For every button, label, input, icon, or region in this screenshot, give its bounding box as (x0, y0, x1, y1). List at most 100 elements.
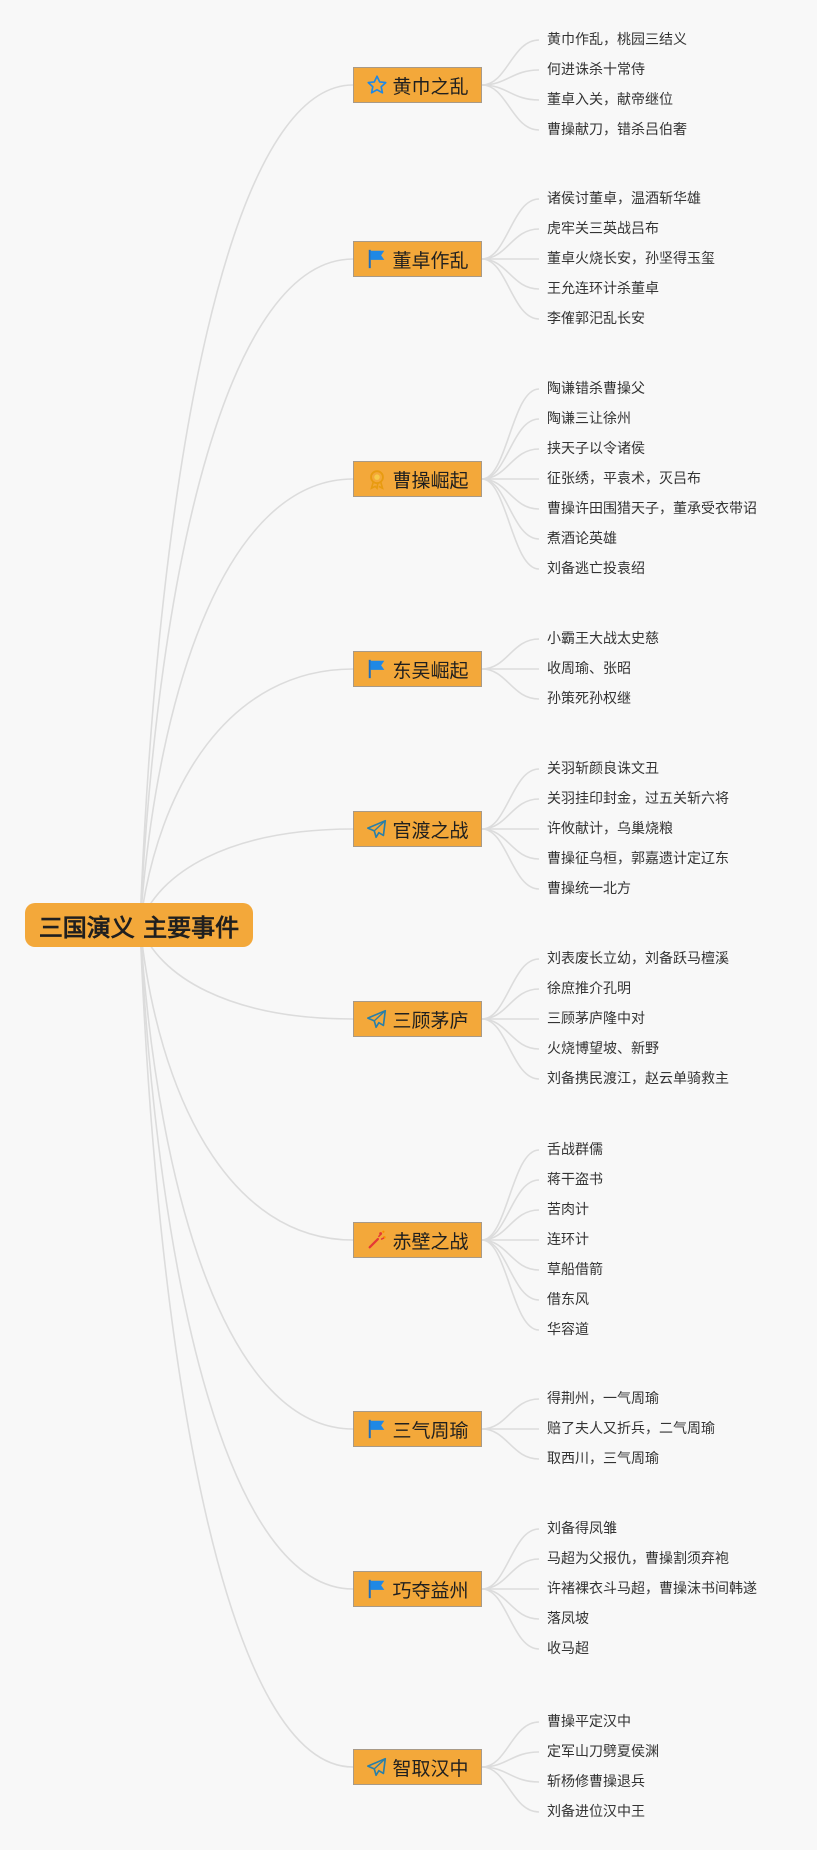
event-item[interactable]: 取西川，三气周瑜 (547, 1451, 659, 1467)
event-item[interactable]: 董卓入关，献帝继位 (547, 92, 673, 108)
event-item[interactable]: 徐庶推介孔明 (547, 981, 631, 997)
branch-node[interactable]: 巧夺益州 (353, 1571, 482, 1607)
root-branch-connector (139, 924, 354, 1241)
event-item[interactable]: 得荆州，一气周瑜 (547, 1391, 659, 1407)
star-icon (366, 74, 388, 96)
branch-leaf-connector (481, 258, 540, 320)
event-item[interactable]: 刘备携民渡江，赵云单骑救主 (547, 1071, 729, 1087)
event-item[interactable]: 收马超 (547, 1641, 589, 1657)
event-item[interactable]: 借东风 (547, 1292, 589, 1308)
event-item[interactable]: 许攸献计，乌巢烧粮 (547, 821, 673, 837)
event-item[interactable]: 刘备进位汉中王 (547, 1804, 645, 1820)
branch-node[interactable]: 曹操崛起 (353, 461, 482, 497)
event-item[interactable]: 关羽斩颜良诛文丑 (547, 761, 659, 777)
branch-leaf-connector (481, 228, 540, 260)
branch-leaf-connector (481, 1149, 540, 1241)
branch-leaf-connector (481, 1558, 540, 1590)
event-item[interactable]: 李傕郭汜乱长安 (547, 311, 645, 327)
branch-label: 曹操崛起 (392, 469, 469, 492)
branch-leaf-connector (481, 1239, 540, 1331)
event-item[interactable]: 落凤坡 (547, 1611, 589, 1627)
branch-leaf-connector (481, 828, 540, 890)
event-item[interactable]: 关羽挂印封金，过五关斩六将 (547, 791, 729, 807)
branch-leaf-connector (481, 668, 540, 700)
event-item[interactable]: 陶谦错杀曹操父 (547, 381, 645, 397)
root-branch-connector (139, 478, 354, 926)
branch-node[interactable]: 东吴崛起 (353, 651, 482, 687)
event-item[interactable]: 华容道 (547, 1322, 589, 1338)
branch-leaf-connector (481, 418, 540, 480)
branch-node[interactable]: 董卓作乱 (353, 241, 482, 277)
branch-leaf-connector (481, 798, 540, 830)
event-item[interactable]: 蒋干盗书 (547, 1172, 603, 1188)
root-node[interactable]: 三国演义 主要事件 (25, 903, 253, 947)
paper-plane-icon (366, 1008, 388, 1030)
paper-plane-icon (366, 1756, 388, 1778)
event-item[interactable]: 舌战群儒 (547, 1142, 603, 1158)
root-branch-connector (139, 668, 354, 926)
branch-label: 赤壁之战 (392, 1230, 469, 1253)
branch-node[interactable]: 赤壁之战 (353, 1222, 482, 1258)
branch-node[interactable]: 智取汉中 (353, 1749, 482, 1785)
branch-label: 三气周瑜 (392, 1419, 469, 1442)
branch-leaf-connector (481, 1179, 540, 1241)
event-item[interactable]: 征张绣，平袁术，灭吕布 (547, 471, 701, 487)
branch-leaf-connector (481, 388, 540, 480)
fireworks-icon (366, 1229, 388, 1251)
branch-leaf-connector (481, 638, 540, 670)
event-item[interactable]: 连环计 (547, 1232, 589, 1248)
event-item[interactable]: 陶谦三让徐州 (547, 411, 631, 427)
event-item[interactable]: 斩杨修曹操退兵 (547, 1774, 645, 1790)
event-item[interactable]: 曹操征乌桓，郭嘉遗计定辽东 (547, 851, 729, 867)
branch-node[interactable]: 官渡之战 (353, 811, 482, 847)
flag-icon (366, 658, 388, 680)
branch-leaf-connector (481, 1018, 540, 1080)
branch-node[interactable]: 三顾茅庐 (353, 1001, 482, 1037)
event-item[interactable]: 定军山刀劈夏侯渊 (547, 1744, 659, 1760)
branch-leaf-connector (481, 1721, 540, 1768)
branch-leaf-connector (481, 258, 540, 290)
event-item[interactable]: 王允连环计杀董卓 (547, 281, 659, 297)
branch-node[interactable]: 三气周瑜 (353, 1411, 482, 1447)
event-item[interactable]: 孙策死孙权继 (547, 691, 631, 707)
branch-leaf-connector (481, 1018, 540, 1050)
event-item[interactable]: 曹操统一北方 (547, 881, 631, 897)
event-item[interactable]: 刘表废长立幼，刘备跃马檀溪 (547, 951, 729, 967)
flag-icon (366, 1418, 388, 1440)
event-item[interactable]: 收周瑜、张昭 (547, 661, 631, 677)
branch-leaf-connector (481, 1428, 540, 1460)
event-item[interactable]: 刘备逃亡投袁绍 (547, 561, 645, 577)
event-item[interactable]: 火烧博望坡、新野 (547, 1041, 659, 1057)
event-item[interactable]: 许褚裸衣斗马超，曹操沫书间韩遂 (547, 1581, 757, 1597)
event-item[interactable]: 刘备得凤雏 (547, 1521, 617, 1537)
event-item[interactable]: 虎牢关三英战吕布 (547, 221, 659, 237)
event-item[interactable]: 挟天子以令诸侯 (547, 441, 645, 457)
event-item[interactable]: 何进诛杀十常侍 (547, 62, 645, 78)
branch-label: 三顾茅庐 (392, 1009, 469, 1032)
event-item[interactable]: 苦肉计 (547, 1202, 589, 1218)
event-item[interactable]: 马超为父报仇，曹操割须弃袍 (547, 1551, 729, 1567)
root-branch-connector (139, 924, 354, 1430)
flag-icon (366, 1578, 388, 1600)
event-item[interactable]: 曹操献刀，错杀吕伯奢 (547, 122, 687, 138)
root-branch-connector (139, 84, 354, 926)
branch-leaf-connector (481, 958, 540, 1020)
branch-label: 巧夺益州 (392, 1579, 469, 1602)
branch-node[interactable]: 黄巾之乱 (353, 67, 482, 103)
branch-leaf-connector (481, 478, 540, 570)
event-item[interactable]: 诸侯讨董卓，温酒斩华雄 (547, 191, 701, 207)
event-item[interactable]: 董卓火烧长安，孙坚得玉玺 (547, 251, 715, 267)
event-item[interactable]: 三顾茅庐隆中对 (547, 1011, 645, 1027)
event-item[interactable]: 赔了夫人又折兵，二气周瑜 (547, 1421, 715, 1437)
event-item[interactable]: 黄巾作乱，桃园三结义 (547, 32, 687, 48)
event-item[interactable]: 草船借箭 (547, 1262, 603, 1278)
event-item[interactable]: 曹操平定汉中 (547, 1714, 631, 1730)
branch-leaf-connector (481, 39, 540, 86)
branch-leaf-connector (481, 1588, 540, 1650)
branch-label: 智取汉中 (392, 1757, 469, 1780)
event-item[interactable]: 小霸王大战太史慈 (547, 631, 659, 647)
branch-leaf-connector (481, 1239, 540, 1301)
event-item[interactable]: 煮酒论英雄 (547, 531, 617, 547)
event-item[interactable]: 曹操许田围猎天子，董承受衣带诏 (547, 501, 757, 517)
